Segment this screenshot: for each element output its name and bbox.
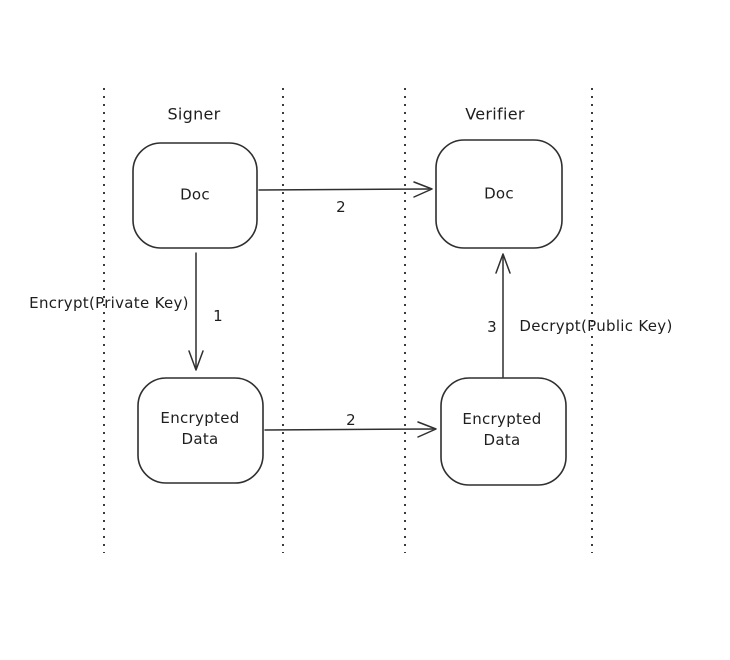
step-label-doc-to-doc: 2 <box>336 198 346 216</box>
signer-doc-label: Doc <box>180 185 210 204</box>
step-label-encrypted-to-doc: 3 <box>487 318 497 336</box>
arrowhead-encrypted-to-doc-icon <box>495 253 511 274</box>
verifier-doc-node <box>435 139 563 249</box>
arrowhead-encrypted-to-encrypted-icon <box>417 421 437 438</box>
arrowhead-doc-to-doc-icon <box>413 181 433 198</box>
step-label-encrypted-to-encrypted: 2 <box>346 411 356 429</box>
step-label-doc-to-encrypted-data: 1 <box>213 307 223 325</box>
verifier-encrypted-data-line2: Data <box>483 431 521 449</box>
signer-encrypted-data-node <box>137 377 264 484</box>
signer-doc-node <box>132 142 258 249</box>
arrow-doc-to-doc <box>258 188 430 191</box>
arrow-encrypted-to-encrypted <box>264 428 434 431</box>
lane-label-signer: Signer <box>167 104 221 124</box>
signer-encrypted-data-line1: Encrypted <box>160 409 240 427</box>
verifier-encrypted-data-line1: Encrypted <box>462 410 542 428</box>
lane-label-verifier: Verifier <box>465 104 525 124</box>
encrypt-annotation: Encrypt(Private Key) <box>29 294 189 312</box>
verifier-encrypted-data-node <box>440 377 567 486</box>
signer-encrypted-data-label: Encrypted Data <box>160 408 239 450</box>
decrypt-annotation: Decrypt(Public Key) <box>519 317 673 335</box>
verifier-doc-label: Doc <box>484 184 514 203</box>
arrowhead-doc-to-encrypted-data-icon <box>188 350 204 371</box>
signer-encrypted-data-line2: Data <box>181 430 219 448</box>
verifier-encrypted-data-label: Encrypted Data <box>462 409 541 451</box>
